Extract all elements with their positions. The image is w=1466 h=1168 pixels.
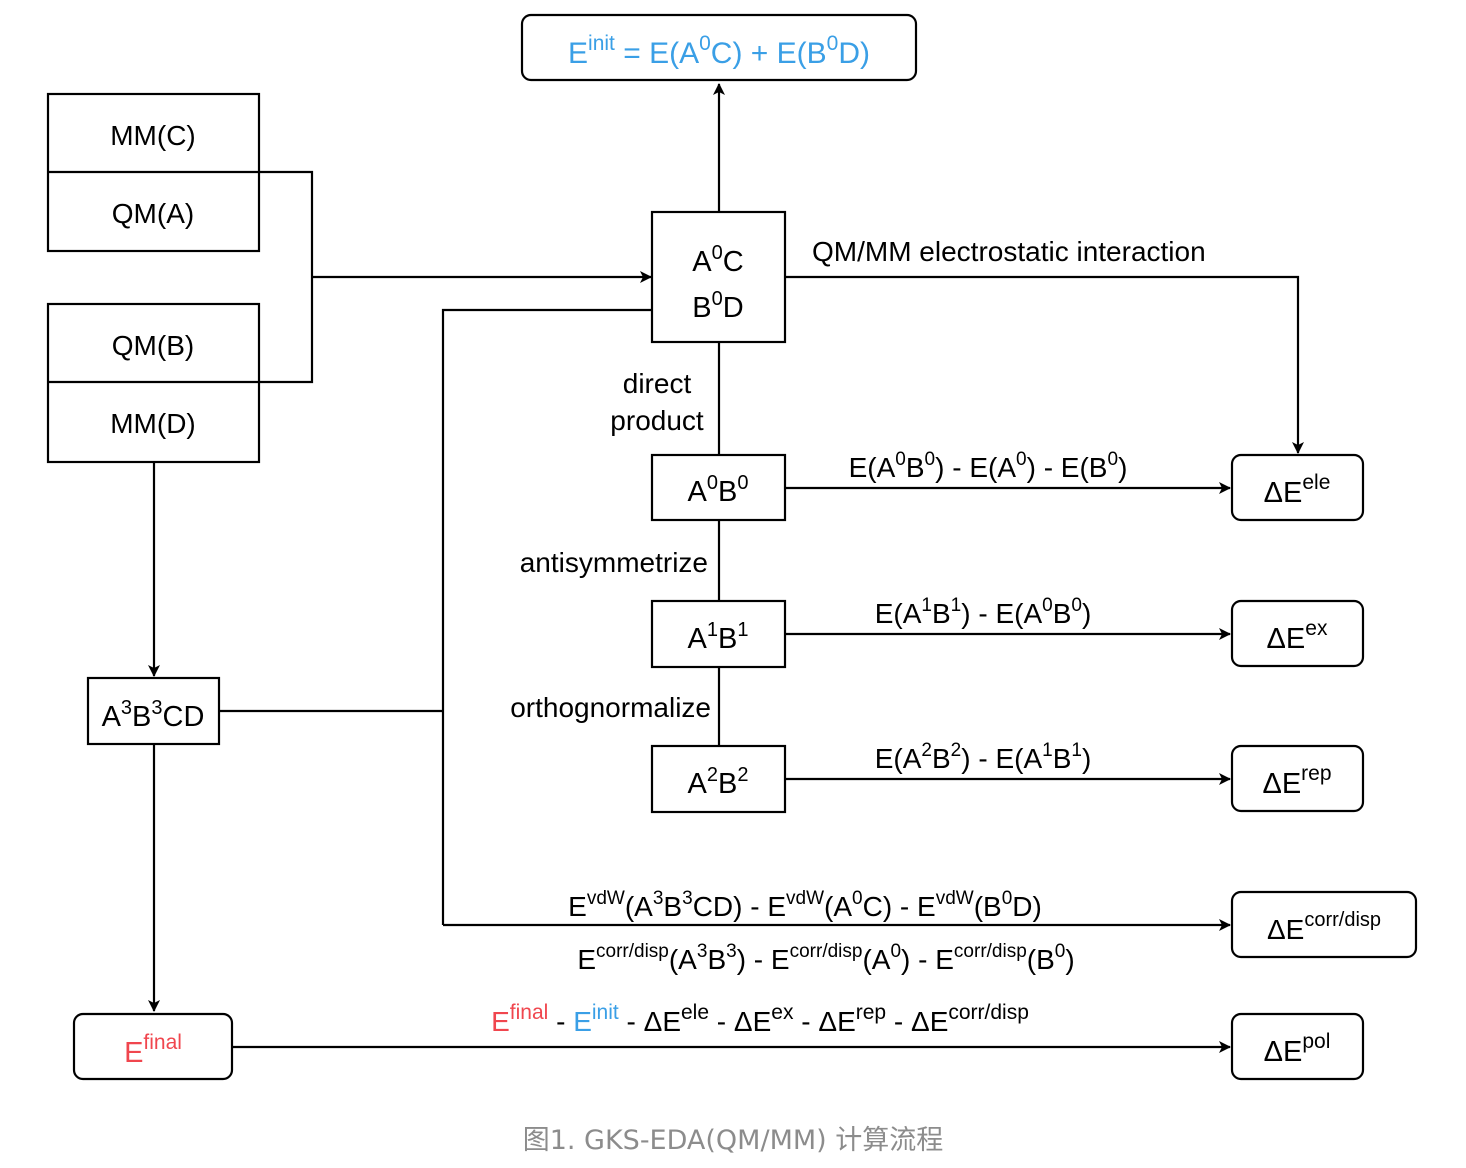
box-delta-e-ele: ΔEele <box>1230 453 1365 522</box>
svg-text:ΔEele: ΔEele <box>1264 471 1331 509</box>
box-mm-c-qm-a: MM(C) QM(A) <box>46 92 261 253</box>
label-direct: direct <box>623 368 692 399</box>
flowchart-diagram: Einit = E(A0C) + E(B0D) MM(C) QM(A) QM(B… <box>46 13 1418 1081</box>
label-a0b0: A0B0 <box>688 472 749 508</box>
box-a0c-b0d: A0C B0D <box>650 210 787 344</box>
box-qm-b-mm-d: QM(B) MM(D) <box>46 302 261 464</box>
box-einit: Einit = E(A0C) + E(B0D) <box>520 13 918 82</box>
formula-ele: E(A0B0) - E(A0) - E(B0) <box>849 449 1128 483</box>
label-a1b1: A1B1 <box>688 619 749 655</box>
svg-text:ΔEcorr/disp: ΔEcorr/disp <box>1267 909 1381 945</box>
svg-text:Einit = E(A0C) + E(B0D): Einit = E(A0C) + E(B0D) <box>568 32 870 70</box>
einit-rest1: = E(A <box>615 37 699 70</box>
box-a0b0: A0B0 <box>650 453 787 522</box>
box-delta-e-rep: ΔErep <box>1230 744 1365 813</box>
figure-caption: 图1. GKS-EDA(QM/MM) 计算流程 <box>522 1125 944 1156</box>
label-orthognormalize: orthognormalize <box>510 692 711 723</box>
label-a0c: A0C <box>692 242 743 278</box>
einit-s1: 0 <box>699 32 711 55</box>
box-a3b3cd: A3B3CD <box>86 676 221 746</box>
label-product: product <box>610 405 704 436</box>
label-a3b3cd: A3B3CD <box>102 697 205 733</box>
connector-vdw-loop <box>441 308 651 925</box>
formula-vdw: EvdW(A3B3CD) - EvdW(A0C) - EvdW(B0D) <box>568 888 1042 922</box>
box-delta-e-pol: ΔEpol <box>1230 1012 1365 1081</box>
box-a1b1: A1B1 <box>650 599 787 669</box>
svg-text:ΔErep: ΔErep <box>1262 762 1331 800</box>
label-mm-c: MM(C) <box>110 120 196 151</box>
box-delta-e-corr-disp: ΔEcorr/disp <box>1230 890 1418 959</box>
einit-sup: init <box>588 32 615 55</box>
einit-s2: 0 <box>827 32 839 55</box>
label-b0d: B0D <box>692 288 743 324</box>
formula-corr-disp: Ecorr/disp(A3B3) - Ecorr/disp(A0) - Ecor… <box>577 941 1074 975</box>
label-mm-d: MM(D) <box>110 408 196 439</box>
connectors <box>148 83 1304 1053</box>
einit-rest3: D) <box>838 37 870 70</box>
label-a2b2: A2B2 <box>688 764 749 800</box>
box-efinal: Efinal <box>72 1012 234 1081</box>
arrow-qmmm-to-ele <box>785 275 1304 454</box>
label-efinal: Efinal <box>124 1031 182 1069</box>
bracket-qm-mm <box>259 170 314 384</box>
formula-rep: E(A2B2) - E(A1B1) <box>875 740 1092 774</box>
box-a2b2: A2B2 <box>650 744 787 814</box>
formula-ex: E(A1B1) - E(A0B0) <box>875 595 1092 629</box>
label-qm-b: QM(B) <box>112 330 194 361</box>
einit-rest2: C) + E(B <box>711 37 827 70</box>
svg-text:ΔEpol: ΔEpol <box>1264 1030 1331 1068</box>
formula-pol: Efinal - Einit - ΔEele - ΔEex - ΔErep - … <box>491 1001 1029 1037</box>
label-antisymmetrize: antisymmetrize <box>520 547 708 578</box>
label-qmmm-electrostatic: QM/MM electrostatic interaction <box>812 236 1206 267</box>
einit-e: E <box>568 37 588 70</box>
box-delta-e-ex: ΔEex <box>1230 599 1365 668</box>
svg-text:ΔEex: ΔEex <box>1267 617 1328 655</box>
label-qm-a: QM(A) <box>112 198 194 229</box>
